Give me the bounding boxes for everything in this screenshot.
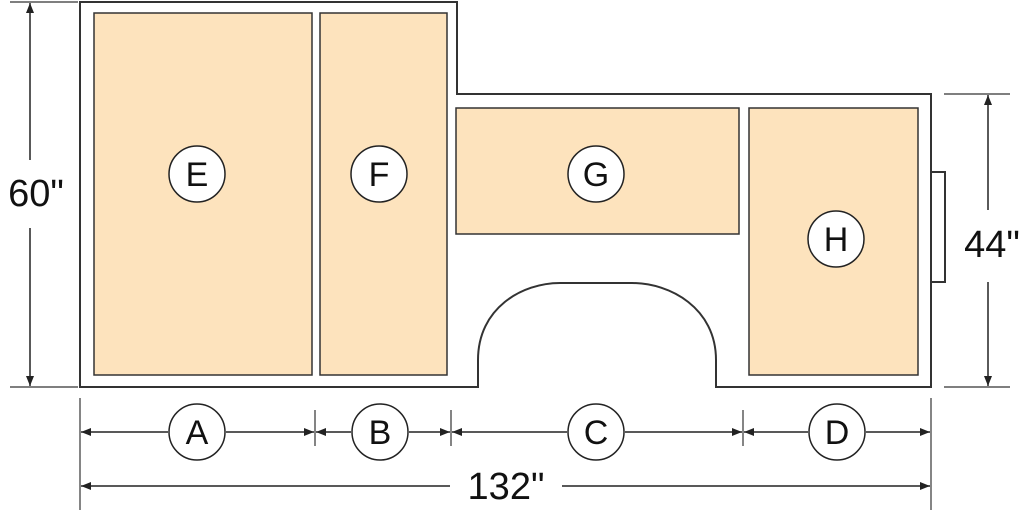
right-height-label: 44"	[964, 224, 1020, 266]
panel-e-label: E	[168, 145, 226, 203]
svg-text:D: D	[825, 414, 850, 452]
width-d-label: D	[808, 403, 866, 461]
svg-text:G: G	[583, 156, 609, 194]
width-c-label: C	[567, 403, 625, 461]
panel-f-label: F	[350, 145, 408, 203]
panel-h-label: H	[807, 210, 865, 268]
svg-text:H: H	[824, 221, 849, 259]
width-b-label: B	[351, 403, 409, 461]
svg-text:E: E	[186, 156, 209, 194]
overall-width-label: 132"	[468, 466, 545, 508]
panel-g-label: G	[567, 145, 625, 203]
svg-text:B: B	[369, 414, 392, 452]
overall-height-label: 60"	[8, 173, 64, 215]
svg-text:C: C	[584, 414, 609, 452]
svg-text:F: F	[369, 156, 390, 194]
svg-text:A: A	[186, 414, 209, 452]
side-tab	[930, 171, 946, 283]
width-a-label: A	[168, 403, 226, 461]
